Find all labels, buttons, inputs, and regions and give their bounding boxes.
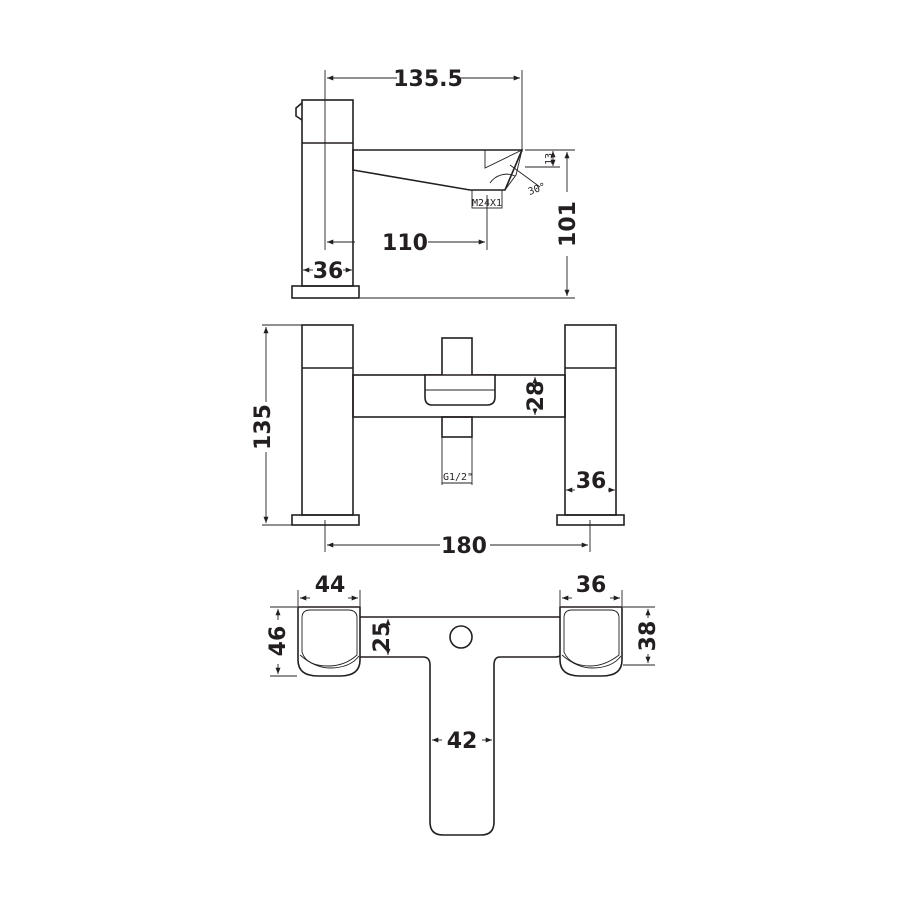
top-view [270,590,655,836]
side-spout [352,149,524,191]
front-left-base [291,514,360,526]
front-diverter-knob [441,337,473,377]
bridge-depth-label: 25 [370,622,395,653]
right-handle-width-label: 36 [576,573,607,598]
height-label: 135 [251,404,276,450]
reach-outlet-label: 110 [382,231,428,256]
top-right-handle [559,606,623,677]
spout-height-label: 101 [556,201,581,247]
side-base-plate [291,285,360,299]
front-right-base [556,514,625,526]
front-hose-connector [441,416,473,438]
right-handle-depth-label: 38 [636,621,661,652]
outlet-drop-label: 13 [544,153,555,165]
side-view [291,70,575,299]
front-view [262,324,625,552]
outlet-angle-label: 30° [527,181,548,198]
top-left-handle [297,606,361,677]
connection-label: G1/2" [443,472,473,483]
left-handle-depth-label: 46 [266,626,291,657]
front-left-column [301,324,354,516]
spout-width-label: 42 [447,729,478,754]
left-handle-width-label: 44 [315,573,346,598]
top-diverter-circle [449,625,473,649]
front-column-width-label: 36 [576,469,607,494]
outlet-thread-label: M24X1 [472,198,502,209]
reach-total-label: 135.5 [393,67,463,92]
centres-label: 180 [441,534,487,559]
side-body-width-label: 36 [313,259,344,284]
side-handle-knob [295,102,303,121]
bridge-height-label: 28 [524,381,549,412]
